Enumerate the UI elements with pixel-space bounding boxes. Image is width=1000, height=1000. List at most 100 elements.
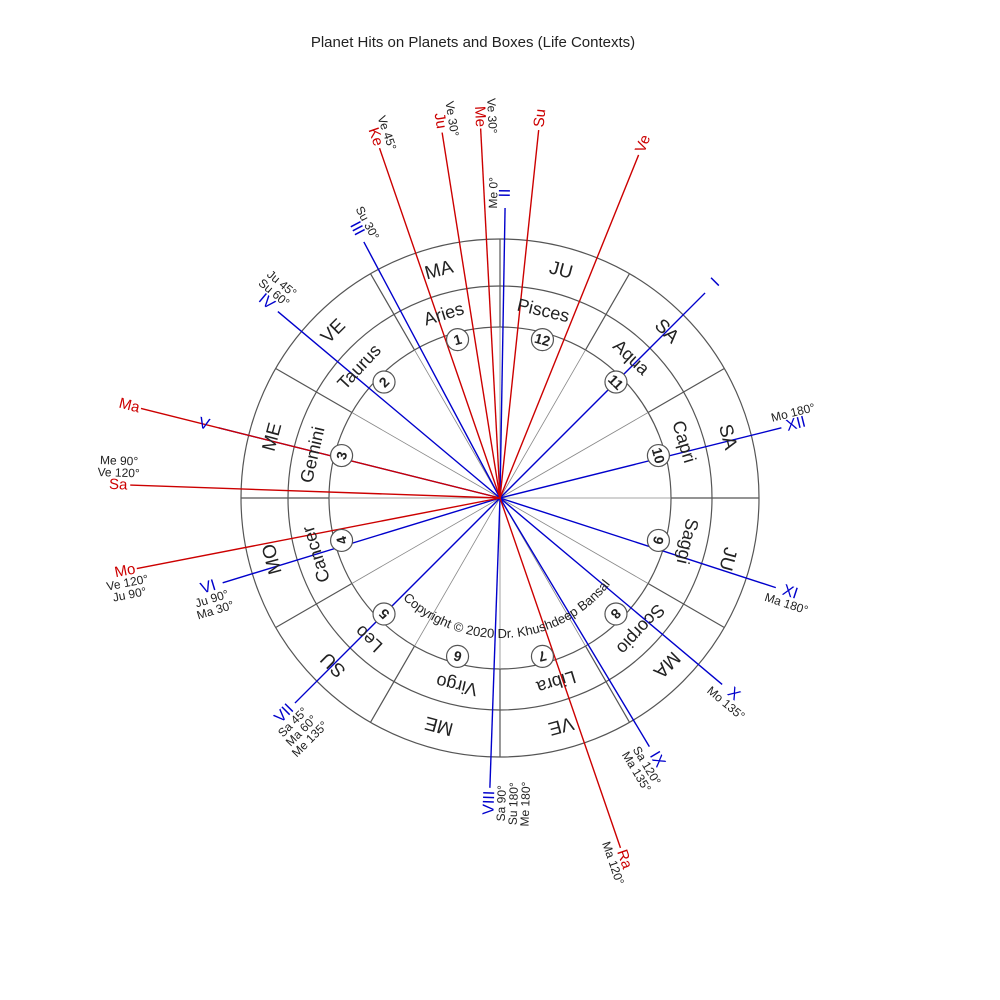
house-line <box>294 497 501 704</box>
sign-number-badge <box>372 602 396 626</box>
planet-label-group: Ve <box>632 133 654 156</box>
house-label: XII <box>784 414 807 435</box>
house-label: VI <box>199 577 218 598</box>
planet-line <box>378 147 501 499</box>
sign-lord-label: VE <box>546 712 576 739</box>
sign-number-badge <box>530 327 555 352</box>
sign-number-badge <box>372 370 396 394</box>
planet-line <box>499 497 622 849</box>
house-line <box>499 208 506 499</box>
hit-annotation: Su 180° <box>506 782 521 825</box>
hit-annotation: Me 180° <box>518 781 534 826</box>
house-label: VIII <box>480 791 498 816</box>
house-line <box>222 497 501 584</box>
sign-divider <box>584 645 631 723</box>
planet-label: Me <box>471 106 489 128</box>
chart-title: Planet Hits on Planets and Boxes (Life C… <box>310 34 636 51</box>
planet-label-group: Ma <box>117 395 142 417</box>
house-label-group: XMo 135° <box>704 683 747 723</box>
sign-lord-label: VE <box>317 315 350 348</box>
sign-number-badge <box>604 602 628 626</box>
planet-line <box>130 484 501 499</box>
sign-number-badge <box>646 528 671 553</box>
sign-divider <box>584 273 631 351</box>
hit-annotation: Ju 90° <box>111 584 147 604</box>
sign-lord-label: ME <box>423 712 456 740</box>
house-line <box>499 497 723 685</box>
house-line <box>363 241 501 499</box>
sign-number: 1 <box>452 331 464 349</box>
sign-number-badge <box>604 370 628 394</box>
sign-number: 4 <box>333 534 351 546</box>
sign-number-badge <box>445 644 470 669</box>
sign-number-badge <box>329 443 354 468</box>
sign-lord-label: SA <box>714 422 741 452</box>
planet-label: Su <box>531 108 550 128</box>
house-label-group: I <box>708 275 723 290</box>
house-line <box>499 497 650 747</box>
sign-divider <box>369 273 416 351</box>
sign-name-label: Saggi <box>673 517 703 566</box>
sign-divider <box>647 367 725 414</box>
planet-label: Ra <box>613 847 636 871</box>
planet-label: Ke <box>365 125 387 148</box>
sign-lord-label: ME <box>259 421 287 454</box>
planet-line <box>499 154 640 499</box>
planet-line <box>136 497 501 570</box>
sign-number-badge <box>646 443 671 468</box>
house-label: V <box>197 415 212 434</box>
planet-line <box>479 128 501 499</box>
sign-lord-label: MA <box>649 647 684 682</box>
planet-line <box>140 407 501 499</box>
sign-number-badge <box>445 327 470 352</box>
sign-name-label: Libra <box>533 667 578 698</box>
sign-lord-label: MA <box>423 257 456 285</box>
sign-number: 9 <box>650 535 668 547</box>
wheel-spokes <box>241 239 759 757</box>
house-label: XI <box>780 582 800 603</box>
planet-label: Ju <box>431 112 450 130</box>
planet-label: Mo <box>113 561 137 582</box>
house-line <box>499 497 777 589</box>
house-label-group: V <box>197 415 212 434</box>
planet-label: Sa <box>109 476 129 494</box>
inner-divider <box>499 497 649 584</box>
sign-number-badge <box>530 644 555 669</box>
sign-name-label: Leo <box>351 621 387 656</box>
sign-divider <box>369 645 416 723</box>
inner-divider <box>499 412 649 499</box>
sign-name-label: Virgo <box>434 671 479 700</box>
sign-number: 6 <box>452 648 464 666</box>
inner-divider <box>499 349 586 499</box>
copyright-text: Copyright © 2020 Dr. Khushdeep Bansal <box>401 577 613 642</box>
inner-divider <box>414 497 501 647</box>
sign-number: 3 <box>333 450 351 462</box>
inner-divider <box>414 349 501 499</box>
hit-annotation: Me 90° <box>100 453 139 468</box>
hit-annotation: Ve 120° <box>97 465 140 480</box>
sign-number: 12 <box>533 330 552 350</box>
house-line <box>489 497 501 788</box>
house-line <box>499 427 782 499</box>
inner-divider <box>351 497 501 584</box>
sign-number-badge <box>329 528 354 553</box>
aspect-lines <box>130 128 782 849</box>
planet-label: Ve <box>632 133 654 156</box>
sign-number: 10 <box>649 446 669 465</box>
planet-line <box>441 132 501 499</box>
planet-label: Ma <box>117 395 142 417</box>
house-label: I <box>708 275 723 290</box>
hit-annotation: Sa 90° <box>494 785 509 822</box>
sign-divider <box>275 582 353 629</box>
sign-number: 7 <box>536 648 548 666</box>
planet-line <box>499 129 540 499</box>
sign-name-label: Capri <box>668 418 700 465</box>
copyright-textpath: Copyright © 2020 Dr. Khushdeep Bansal <box>401 577 613 642</box>
